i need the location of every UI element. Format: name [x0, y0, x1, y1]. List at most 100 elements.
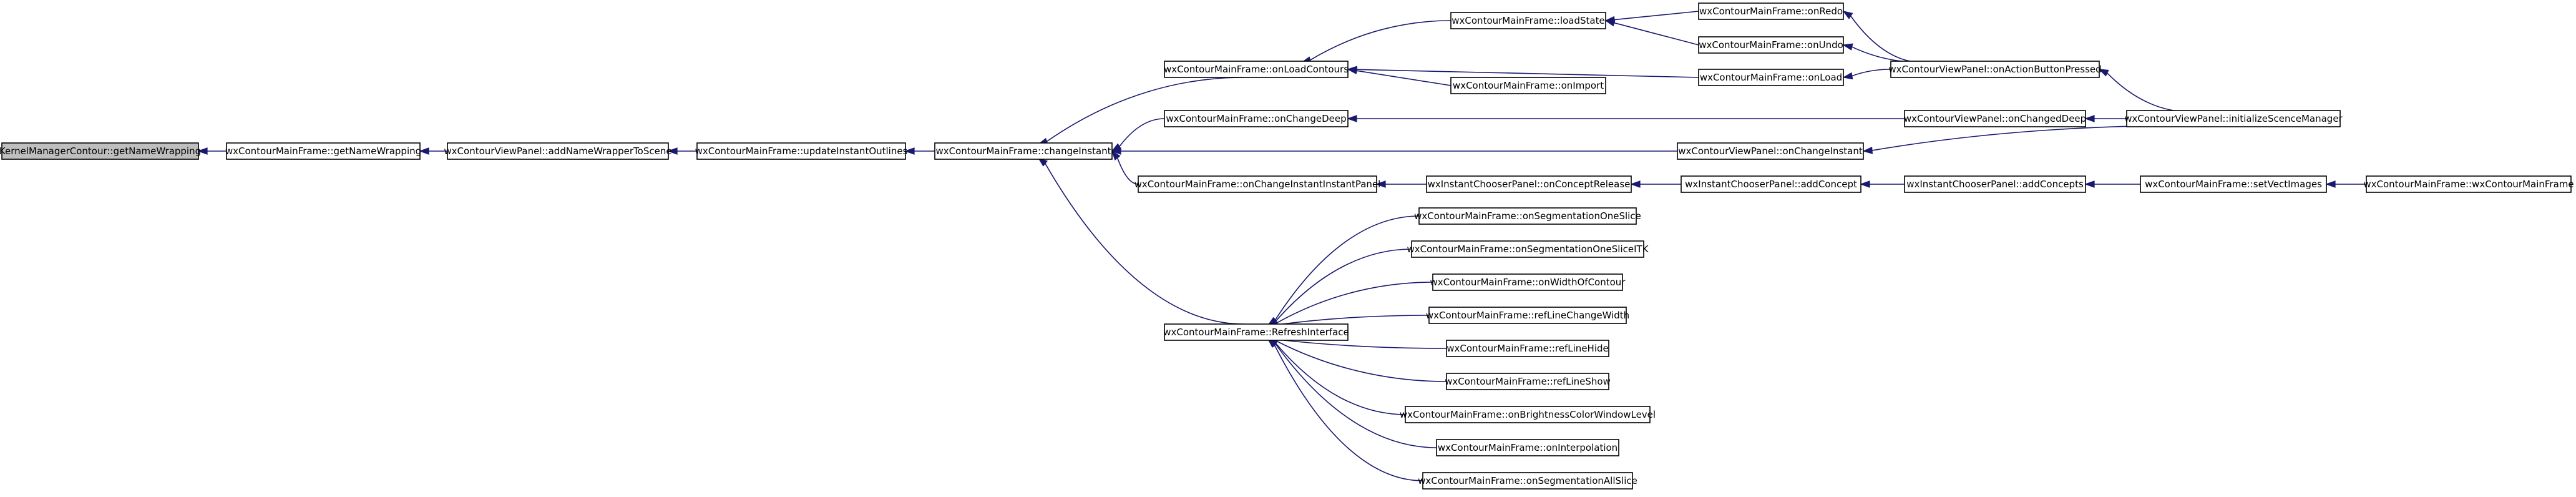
node-label: wxContourMainFrame::setVectImages — [2145, 179, 2322, 190]
arrowhead-icon — [1111, 147, 1121, 155]
edge-line — [1119, 118, 1165, 147]
edge-line — [1275, 343, 1406, 415]
function-node[interactable]: wxContourViewPanel::onActionButtonPresse… — [1888, 61, 2102, 78]
function-node[interactable]: wxInstantChooserPanel::onConceptRelease — [1426, 175, 1632, 193]
edge-line — [1356, 70, 1451, 86]
node-label: wxContourMainFrame::onSegmentationAllSli… — [1418, 475, 1637, 486]
call-edge-n14-n15 — [2098, 69, 2190, 112]
node-label: wxContourMainFrame::updateInstantOutline… — [695, 145, 908, 157]
function-node[interactable]: wxContourMainFrame::onSegmentationOneSli… — [1414, 207, 1641, 225]
node-box — [1418, 207, 1637, 225]
function-node[interactable]: wxContourMainFrame::setVectImages — [2140, 175, 2327, 193]
function-node[interactable]: wxContourMainFrame::onRedo — [1698, 2, 1844, 20]
function-node[interactable]: wxContourMainFrame::refLineHide — [1446, 340, 1609, 357]
node-label: wxContourMainFrame::onSegmentationOneSli… — [1414, 210, 1641, 222]
function-node[interactable]: wxContourMainFrame::loadState — [1450, 12, 1606, 29]
function-node[interactable]: wxContourMainFrame::onSegmentationOneSli… — [1407, 240, 1649, 258]
function-node[interactable]: wxContourMainFrame::onInterpolation — [1436, 439, 1619, 456]
node-label: wxContourViewPanel::initializeScenceMana… — [2124, 113, 2343, 124]
node-box — [1698, 36, 1844, 54]
arrowhead-icon — [1267, 338, 1277, 348]
node-label: wxContourMainFrame::onWidthOfContour — [1430, 277, 1626, 288]
node-label: wxContourMainFrame::changeInstant — [935, 145, 1111, 157]
function-node[interactable]: wxContourMainFrame::onUndo — [1698, 36, 1844, 54]
call-edge-n4-n17 — [1111, 147, 1677, 155]
edge-line — [1276, 282, 1433, 324]
node-label: wxContourMainFrame::onChangeInstantInsta… — [1134, 179, 1381, 190]
node-box — [1422, 472, 1633, 490]
function-node[interactable]: wxContourMainFrame::updateInstantOutline… — [695, 142, 908, 160]
function-node[interactable]: wxContourMainFrame::onLoadContours — [1164, 61, 1349, 78]
arrowhead-icon — [2325, 180, 2336, 188]
call-edge-n9-n13 — [1604, 19, 1699, 46]
arrowhead-icon — [1842, 11, 1853, 19]
call-edge-n13-n14 — [1842, 43, 1923, 63]
function-node[interactable]: wxContourMainFrame::onSegmentationAllSli… — [1418, 472, 1637, 490]
node-box — [1138, 175, 1377, 193]
node-label: wxInstantChooserPanel::addConcepts — [1906, 179, 2084, 190]
node-label: wxContourMainFrame::getNameWrapping — [225, 145, 421, 157]
call-edge-n7-n18 — [1375, 180, 1427, 188]
arrowhead-icon — [197, 147, 208, 155]
call-edge-n18-n19 — [1630, 180, 1681, 188]
function-node[interactable]: wxInstantChooserPanel::addConcept — [1681, 175, 1861, 193]
function-node[interactable]: wxContourMainFrame::onLoad — [1698, 69, 1844, 86]
node-box — [226, 142, 421, 160]
function-node[interactable]: wxContourMainFrame::onWidthOfContour — [1430, 273, 1626, 291]
node-box — [447, 142, 669, 160]
edge-line — [1310, 20, 1451, 61]
call-edge-n1-n2 — [419, 147, 447, 155]
node-label: wxContourMainFrame::onInterpolation — [1438, 442, 1617, 453]
function-node[interactable]: wxContourMainFrame::refLineChangeWidth — [1426, 307, 1629, 324]
function-node[interactable]: wxContourViewPanel::initializeScenceMana… — [2124, 110, 2343, 127]
edge-line — [1275, 248, 1412, 322]
function-node[interactable]: wxContourMainFrame::refLineShow — [1445, 373, 1611, 390]
call-edge-n11-n14 — [1842, 69, 1891, 80]
node-label: wxContourMainFrame::onBrightnessColorWin… — [1400, 409, 1656, 420]
node-box — [934, 142, 1113, 160]
call-edge-n4-n7 — [1111, 150, 1139, 185]
function-node[interactable]: wxInstantChooserPanel::addConcepts — [1904, 175, 2086, 193]
node-label: wxContourMainFrame::refLineHide — [1447, 343, 1609, 354]
arrowhead-icon — [1375, 180, 1386, 188]
function-node[interactable]: wxContourMainFrame::onChangeDeep — [1164, 110, 1349, 127]
node-box — [1890, 61, 2100, 78]
function-node[interactable]: wxContourMainFrame::onImport — [1450, 77, 1606, 94]
call-edge-n5-n11 — [1347, 66, 1699, 78]
node-box — [696, 142, 906, 160]
arrowhead-icon — [1347, 115, 1357, 122]
node-box — [1698, 69, 1844, 86]
node-label: wxContourMainFrame::loadState — [1451, 15, 1604, 26]
call-edge-n8-n28 — [1267, 337, 1447, 382]
root-function-node: KernelManagerContour::getNameWrapping — [0, 142, 201, 160]
call-edge-n20-n21 — [2084, 180, 2140, 188]
function-node[interactable]: wxContourMainFrame::wxContourMainFrame — [2363, 175, 2574, 193]
call-edge-n3-n4 — [904, 147, 935, 155]
function-node[interactable]: wxContourViewPanel::addNameWrapperToScen… — [444, 142, 672, 160]
node-box — [2366, 175, 2572, 193]
function-node[interactable]: wxContourMainFrame::getNameWrapping — [225, 142, 421, 160]
function-node[interactable]: wxContourMainFrame::changeInstant — [934, 142, 1113, 160]
node-box — [2126, 110, 2341, 127]
function-node[interactable]: wxContourViewPanel::onChangedDeep — [1904, 110, 2086, 127]
node-label: wxContourMainFrame::onLoad — [1700, 72, 1842, 83]
function-node[interactable]: wxContourMainFrame::onChangeInstantInsta… — [1134, 175, 1381, 193]
node-label: wxContourMainFrame::onRedo — [1699, 6, 1843, 17]
node-label: wxContourViewPanel::addNameWrapperToScen… — [444, 145, 671, 157]
node-label: wxContourMainFrame::refLineShow — [1445, 376, 1611, 387]
edge-line — [1276, 340, 1447, 382]
node-label: wxContourMainFrame::onLoadContours — [1164, 64, 1349, 75]
edge-line — [1852, 46, 1923, 63]
node-label: wxContourMainFrame::onSegmentationOneSli… — [1407, 244, 1649, 255]
call-edge-n19-n20 — [1860, 180, 1905, 188]
edge-line — [1614, 22, 1699, 46]
call-edge-n2-n3 — [667, 147, 697, 155]
node-box — [1428, 307, 1627, 324]
function-node[interactable]: wxContourViewPanel::onChangeInstant — [1677, 142, 1864, 160]
node-box — [1677, 142, 1864, 160]
edge-line — [1276, 338, 1447, 349]
function-node[interactable]: wxContourMainFrame::RefreshInterface — [1163, 323, 1349, 341]
call-edge-n8-n30 — [1267, 338, 1437, 448]
node-label: wxInstantChooserPanel::addConcept — [1685, 179, 1857, 190]
function-node[interactable]: wxContourMainFrame::onBrightnessColorWin… — [1400, 406, 1656, 423]
